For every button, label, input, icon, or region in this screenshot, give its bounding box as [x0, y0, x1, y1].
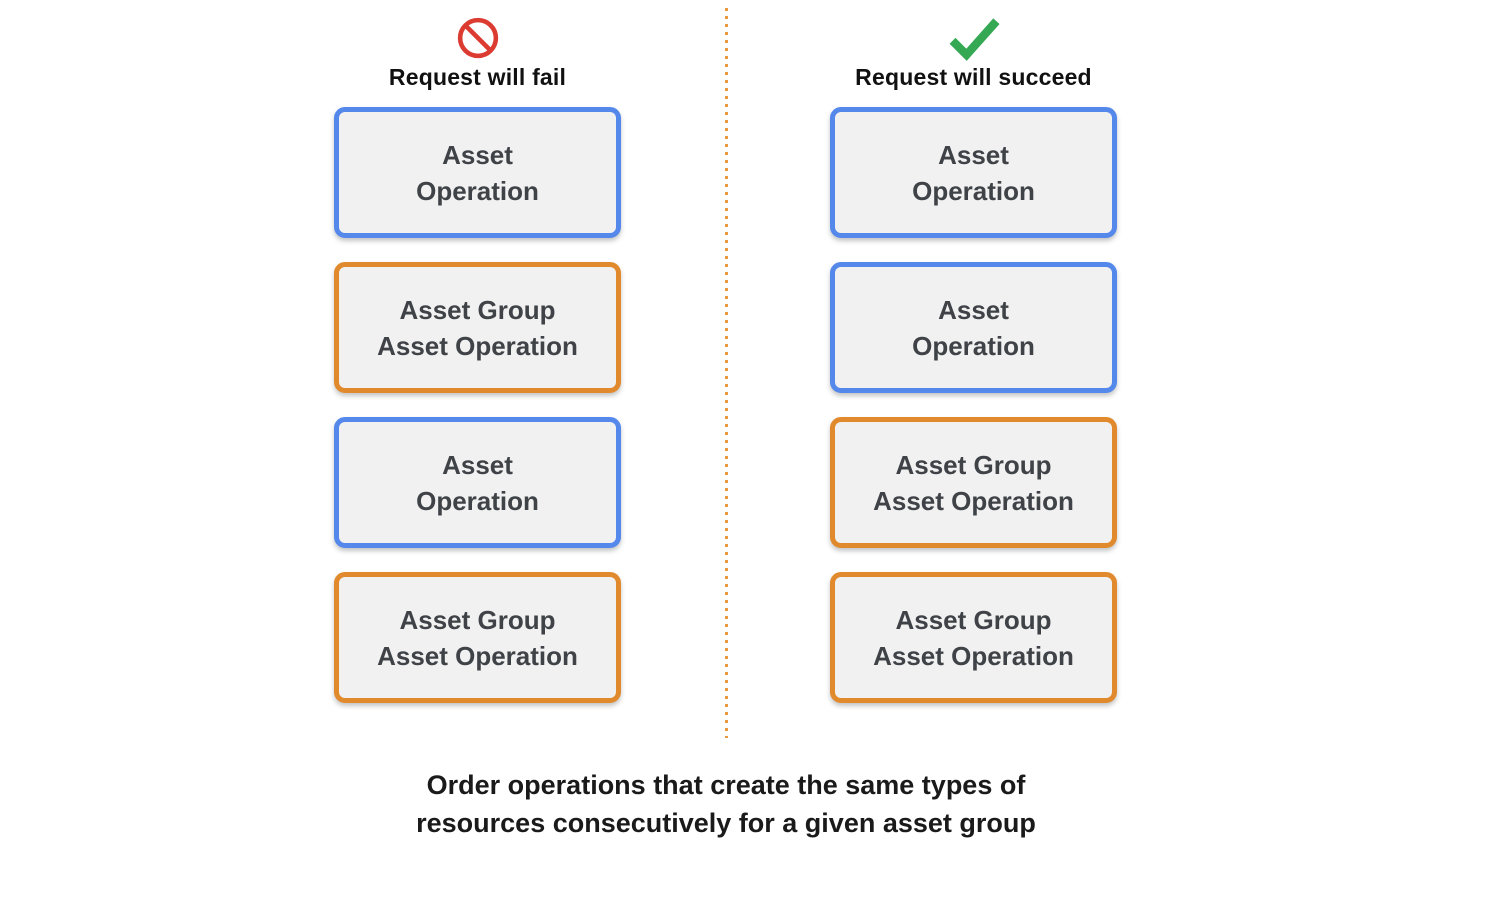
- box-label-line: Asset Group: [895, 449, 1052, 480]
- box-label-line: Operation: [912, 330, 1035, 361]
- box-label-line: Asset Operation: [377, 640, 578, 671]
- succeed-column-title: Request will succeed: [855, 64, 1092, 90]
- box-label-line: Asset: [442, 139, 513, 170]
- asset-operation-box: Asset Operation: [334, 107, 621, 238]
- column-divider: [725, 8, 728, 738]
- fail-column-title: Request will fail: [388, 64, 567, 90]
- box-label-line: Asset Group: [895, 604, 1052, 635]
- box-label-line: Asset: [442, 449, 513, 480]
- box-label-line: Asset Operation: [377, 330, 578, 361]
- box-label-line: Asset Operation: [873, 640, 1074, 671]
- asset-operation-box: Asset Operation: [334, 417, 621, 548]
- asset-operation-box: Asset Operation: [830, 107, 1117, 238]
- asset-operation-box: Asset Operation: [830, 262, 1117, 393]
- box-label-line: Operation: [416, 175, 539, 206]
- box-label-line: Operation: [912, 175, 1035, 206]
- diagram-caption: Order operations that create the same ty…: [416, 766, 1036, 842]
- caption-line: Order operations that create the same ty…: [426, 770, 1026, 800]
- asset-group-asset-operation-box: Asset Group Asset Operation: [830, 572, 1117, 703]
- asset-group-asset-operation-box: Asset Group Asset Operation: [830, 417, 1117, 548]
- box-label-line: Asset: [938, 139, 1009, 170]
- box-label-line: Asset Group: [399, 604, 556, 635]
- check-icon: [946, 14, 1002, 62]
- asset-group-asset-operation-box: Asset Group Asset Operation: [334, 262, 621, 393]
- box-label-line: Asset Operation: [873, 485, 1074, 516]
- succeed-column: Request will succeed Asset Operation Ass…: [830, 14, 1117, 727]
- asset-group-asset-operation-box: Asset Group Asset Operation: [334, 572, 621, 703]
- box-label-line: Operation: [416, 485, 539, 516]
- caption-line: resources consecutively for a given asse…: [416, 808, 1036, 838]
- box-label-line: Asset: [938, 294, 1009, 325]
- box-label-line: Asset Group: [399, 294, 556, 325]
- prohibited-icon: [456, 14, 500, 62]
- fail-column: Request will fail Asset Operation Asset …: [334, 14, 621, 727]
